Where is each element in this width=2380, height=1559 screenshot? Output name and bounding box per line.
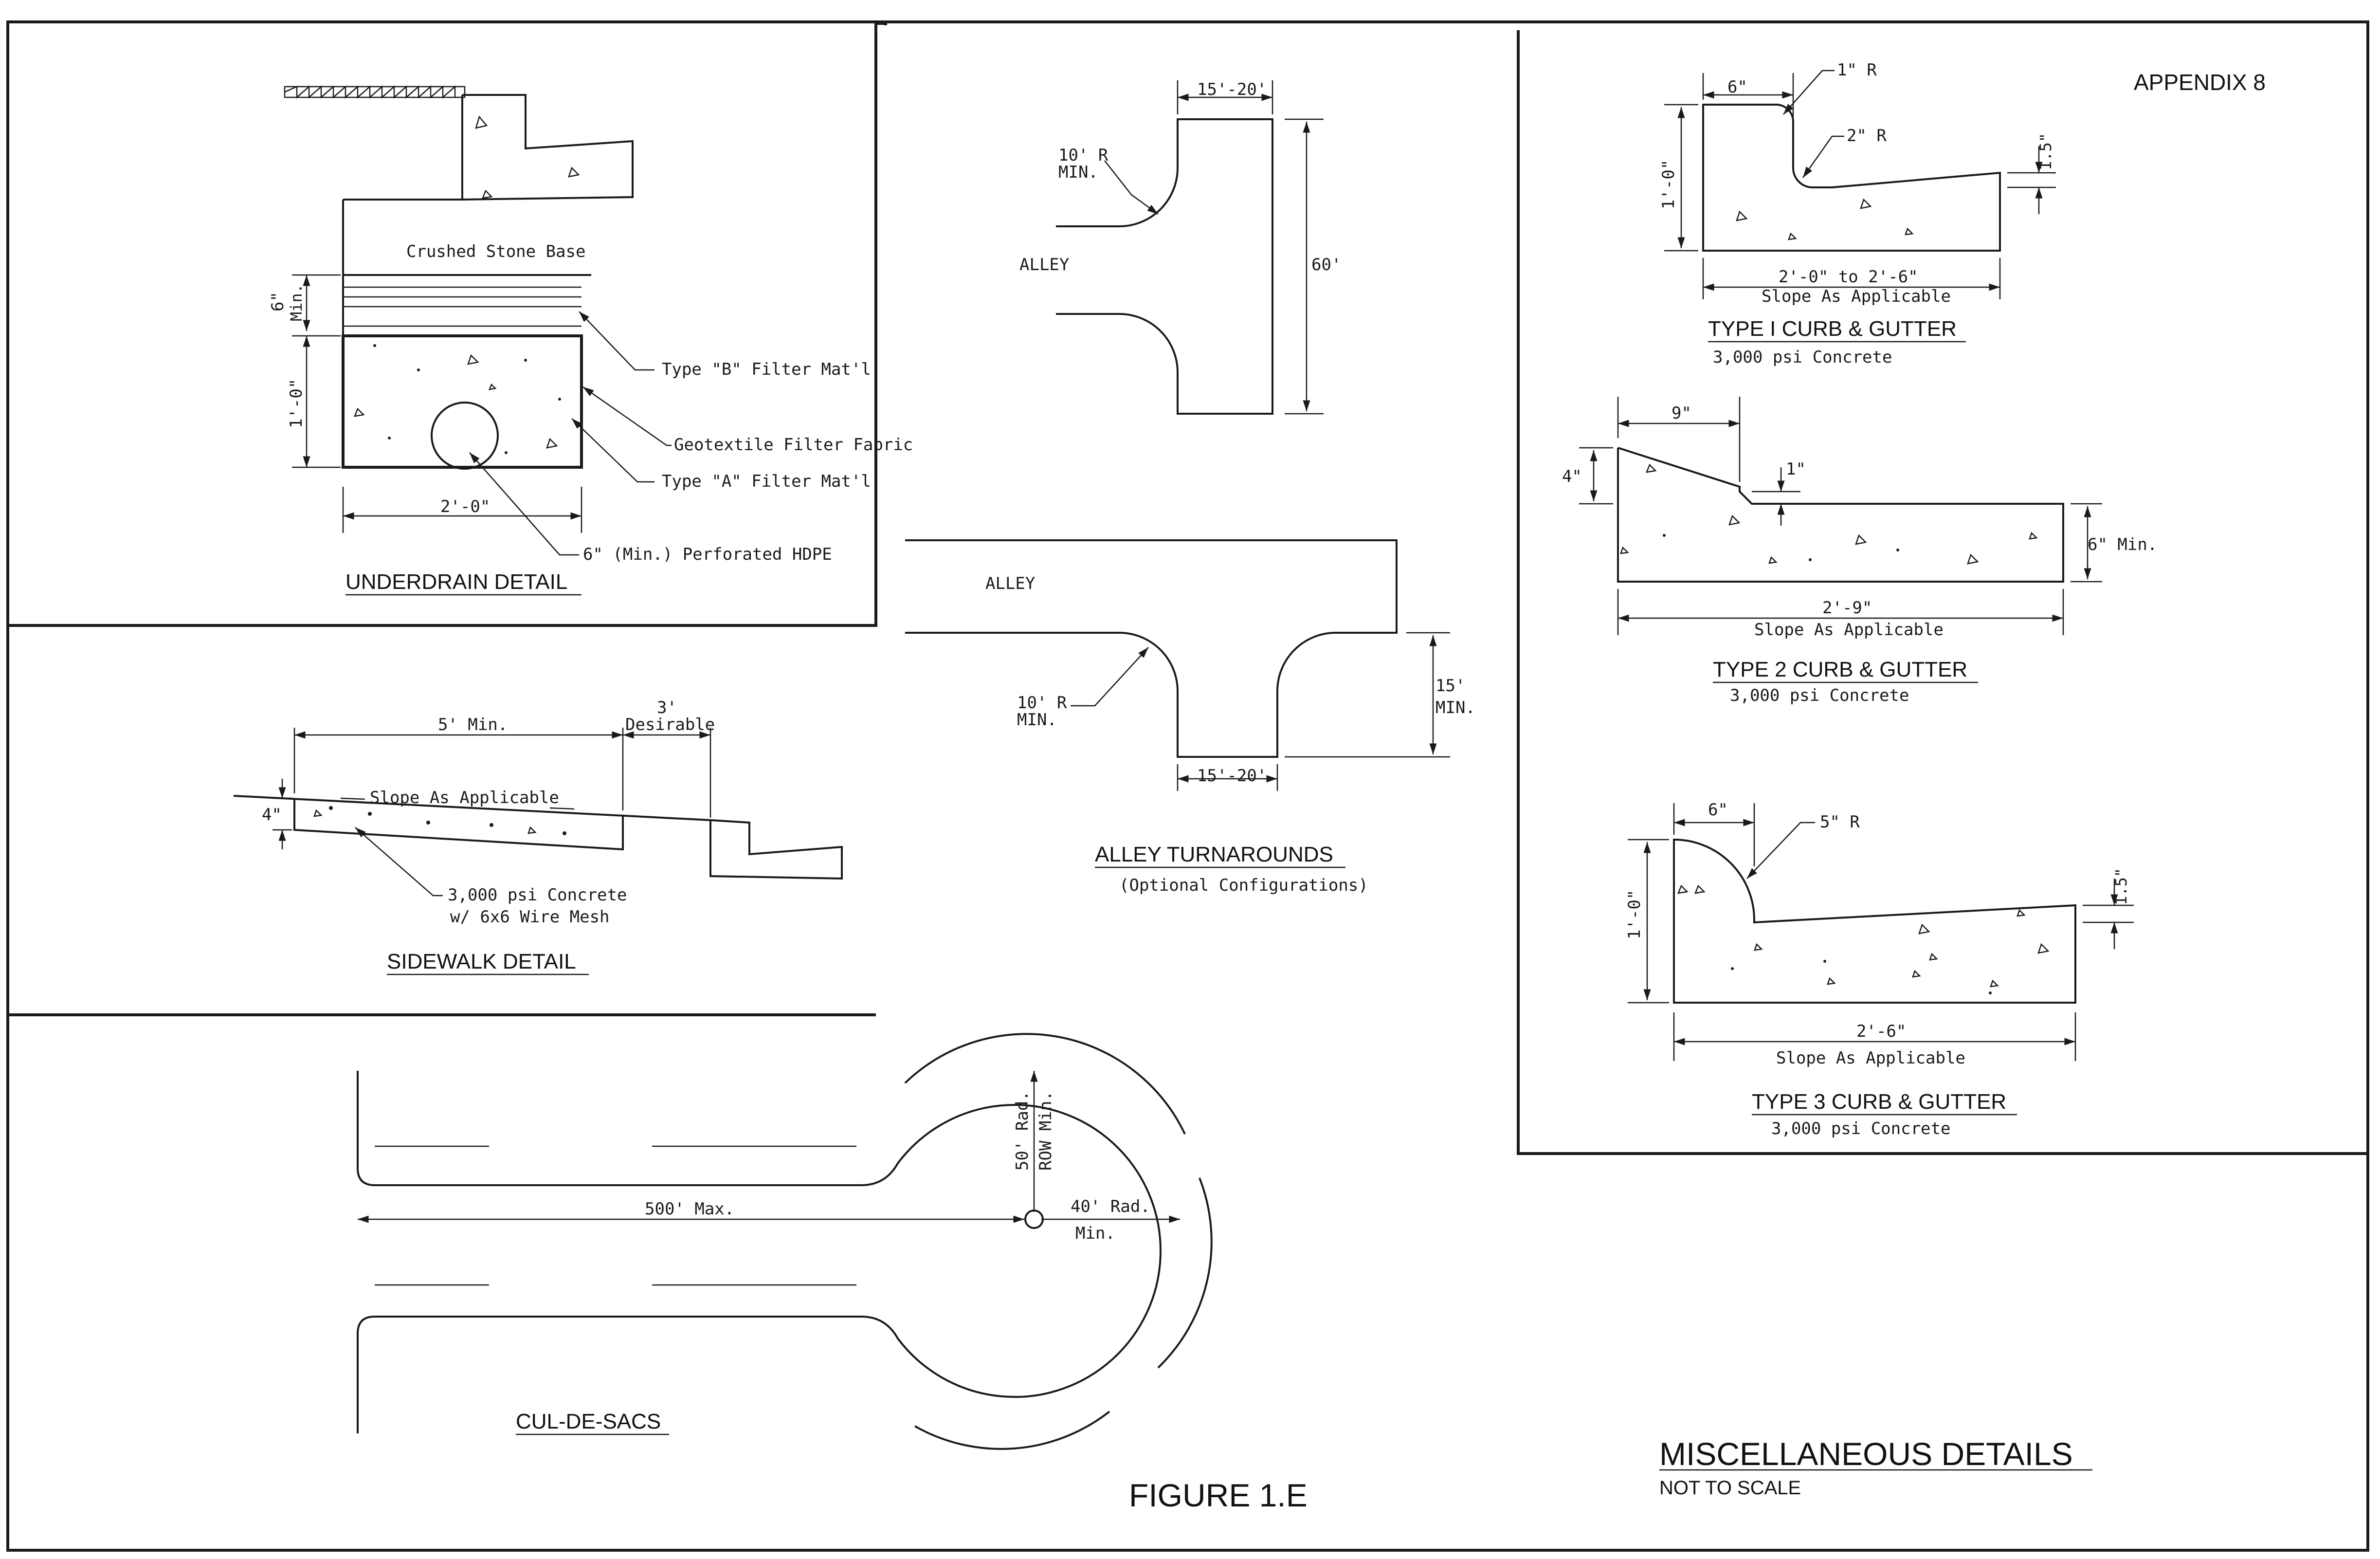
curb2-9-label: 9" — [1671, 404, 1691, 423]
curb2-1-label: 1" — [1786, 459, 1806, 479]
curb3-title: TYPE 3 CURB & GUTTER — [1752, 1090, 2006, 1114]
curb2-title: TYPE 2 CURB & GUTTER — [1713, 658, 1967, 681]
curb3-height-label: 1'-0" — [1625, 890, 1644, 939]
sidewalk-mesh-label: w/ 6x6 Wire Mesh — [450, 907, 610, 927]
curb1-slope-label: Slope As Applicable — [1762, 287, 1951, 306]
curb1-r1-label: 1" R — [1837, 60, 1877, 80]
alley-turnarounds: 15'-20' 10' R MIN. ALLEY 60' ALLEY 10' R… — [905, 80, 1475, 895]
row-min-label: ROW Min. — [1036, 1091, 1055, 1171]
dim-min-label: Min. — [287, 284, 306, 321]
sidewalk-width-label: 5' Min. — [438, 715, 508, 734]
curb2-6min-label: 6" Min. — [2088, 535, 2157, 554]
depth-15-label: 15' — [1435, 676, 1465, 696]
curb3-1.5-label: 1.5" — [2112, 868, 2130, 905]
cul-de-sacs: 500' Max. 50' Rad. ROW Min. 40' Rad. Min… — [357, 1033, 1213, 1450]
curb2-4-label: 4" — [1562, 467, 1582, 486]
alley-subtitle: (Optional Configurations) — [1119, 876, 1368, 895]
alley-label-bottom: ALLEY — [985, 574, 1035, 593]
sheet-subtitle: NOT TO SCALE — [1659, 1477, 1801, 1499]
curb3-r5-label: 5" R — [1820, 812, 1860, 832]
sidewalk-concrete-label: 3,000 psi Concrete — [448, 885, 627, 905]
curb1-6-label: 6" — [1727, 77, 1747, 97]
stone-base-label: Crushed Stone Base — [406, 242, 585, 261]
dim-6-label: 6" — [268, 292, 288, 312]
bottom-width-label: 15'-20' — [1197, 766, 1267, 786]
sidewalk-slope-label: Slope As Applicable — [370, 788, 559, 807]
culdesac-title: CUL-DE-SACS — [516, 1410, 661, 1433]
alley-label-top: ALLEY — [1019, 255, 1069, 275]
depth-min-label: MIN. — [1435, 698, 1475, 717]
dim-2-0-label: 2'-0" — [440, 497, 490, 516]
radius2-label-b: MIN. — [1017, 710, 1057, 730]
curb1-height-label: 1'-0" — [1659, 160, 1678, 209]
curb1-concrete-label: 3,000 psi Concrete — [1713, 348, 1892, 367]
sidewalk-detail: 5' Min. 3' Desirable Slope As Applicable… — [233, 698, 843, 975]
figure-label: FIGURE 1.E — [1129, 1477, 1308, 1513]
row-rad-label: 50' Rad. — [1013, 1091, 1032, 1171]
pavement-min-label: Min. — [1075, 1224, 1115, 1243]
appendix-label: APPENDIX 8 — [2134, 70, 2266, 95]
length-label: 500' Max. — [645, 1199, 734, 1219]
underdrain-title: UNDERDRAIN DETAIL — [345, 570, 567, 594]
perforated-pipe-label: 6" (Min.) Perforated HDPE — [583, 545, 832, 564]
type-b-filter-label: Type "B" Filter Mat'l — [662, 360, 871, 379]
type-2-curb-gutter: 9" 4" 1" 6" Min. 2'-9" Slope As Applicab… — [1562, 397, 2157, 705]
curb3-6-label: 6" — [1708, 800, 1728, 820]
desirable-label: Desirable — [625, 715, 715, 734]
center-point-icon — [1024, 1210, 1044, 1229]
curb2-slope-label: Slope As Applicable — [1754, 620, 1944, 640]
sheet-frame — [6, 20, 2369, 1552]
dim-1-0-label: 1'-0" — [287, 379, 306, 428]
radius-label-a: 10' R — [1058, 146, 1108, 165]
curb2-width-label: 2'-9" — [1822, 598, 1872, 618]
curb3-concrete-label: 3,000 psi Concrete — [1771, 1119, 1950, 1138]
curb2-concrete-label: 3,000 psi Concrete — [1730, 686, 1909, 705]
top-width-label: 15'-20' — [1197, 80, 1267, 99]
pavement-rad-label: 40' Rad. — [1071, 1197, 1150, 1216]
type-1-curb-gutter: APPENDIX 8 6" 1" R 2" R 1'-0" 1.5" 2'-0"… — [1659, 60, 2266, 367]
geotextile-label: Geotextile Filter Fabric — [674, 435, 913, 455]
curb1-r2-label: 2" R — [1847, 126, 1887, 146]
length-60-label: 60' — [1311, 255, 1341, 275]
sidewalk-3ft-label: 3' — [657, 698, 677, 717]
sidewalk-title: SIDEWALK DETAIL — [387, 950, 576, 973]
type-3-curb-gutter: 6" 5" R 1'-0" 1.5" 2'-6" Slope As Applic… — [1625, 800, 2134, 1138]
alley-title: ALLEY TURNAROUNDS — [1095, 843, 1333, 866]
curb1-1.5-label: 1.5" — [2036, 133, 2055, 170]
curb3-width-label: 2'-6" — [1856, 1022, 1906, 1041]
type-a-filter-label: Type "A" Filter Mat'l — [662, 472, 871, 491]
underdrain-detail: Crushed Stone Base 6" Min. 1'-0" 2'-0" T… — [268, 85, 913, 596]
sheet-title: MISCELLANEOUS DETAILS — [1659, 1436, 2073, 1472]
curb3-slope-label: Slope As Applicable — [1776, 1048, 1965, 1068]
curb1-width-label: 2'-0" to 2'-6" — [1779, 267, 1918, 287]
curb1-title: TYPE I CURB & GUTTER — [1708, 317, 1957, 341]
radius2-label-a: 10' R — [1017, 693, 1067, 713]
radius-label-b: MIN. — [1058, 163, 1098, 182]
sidewalk-depth-label: 4" — [262, 805, 282, 825]
